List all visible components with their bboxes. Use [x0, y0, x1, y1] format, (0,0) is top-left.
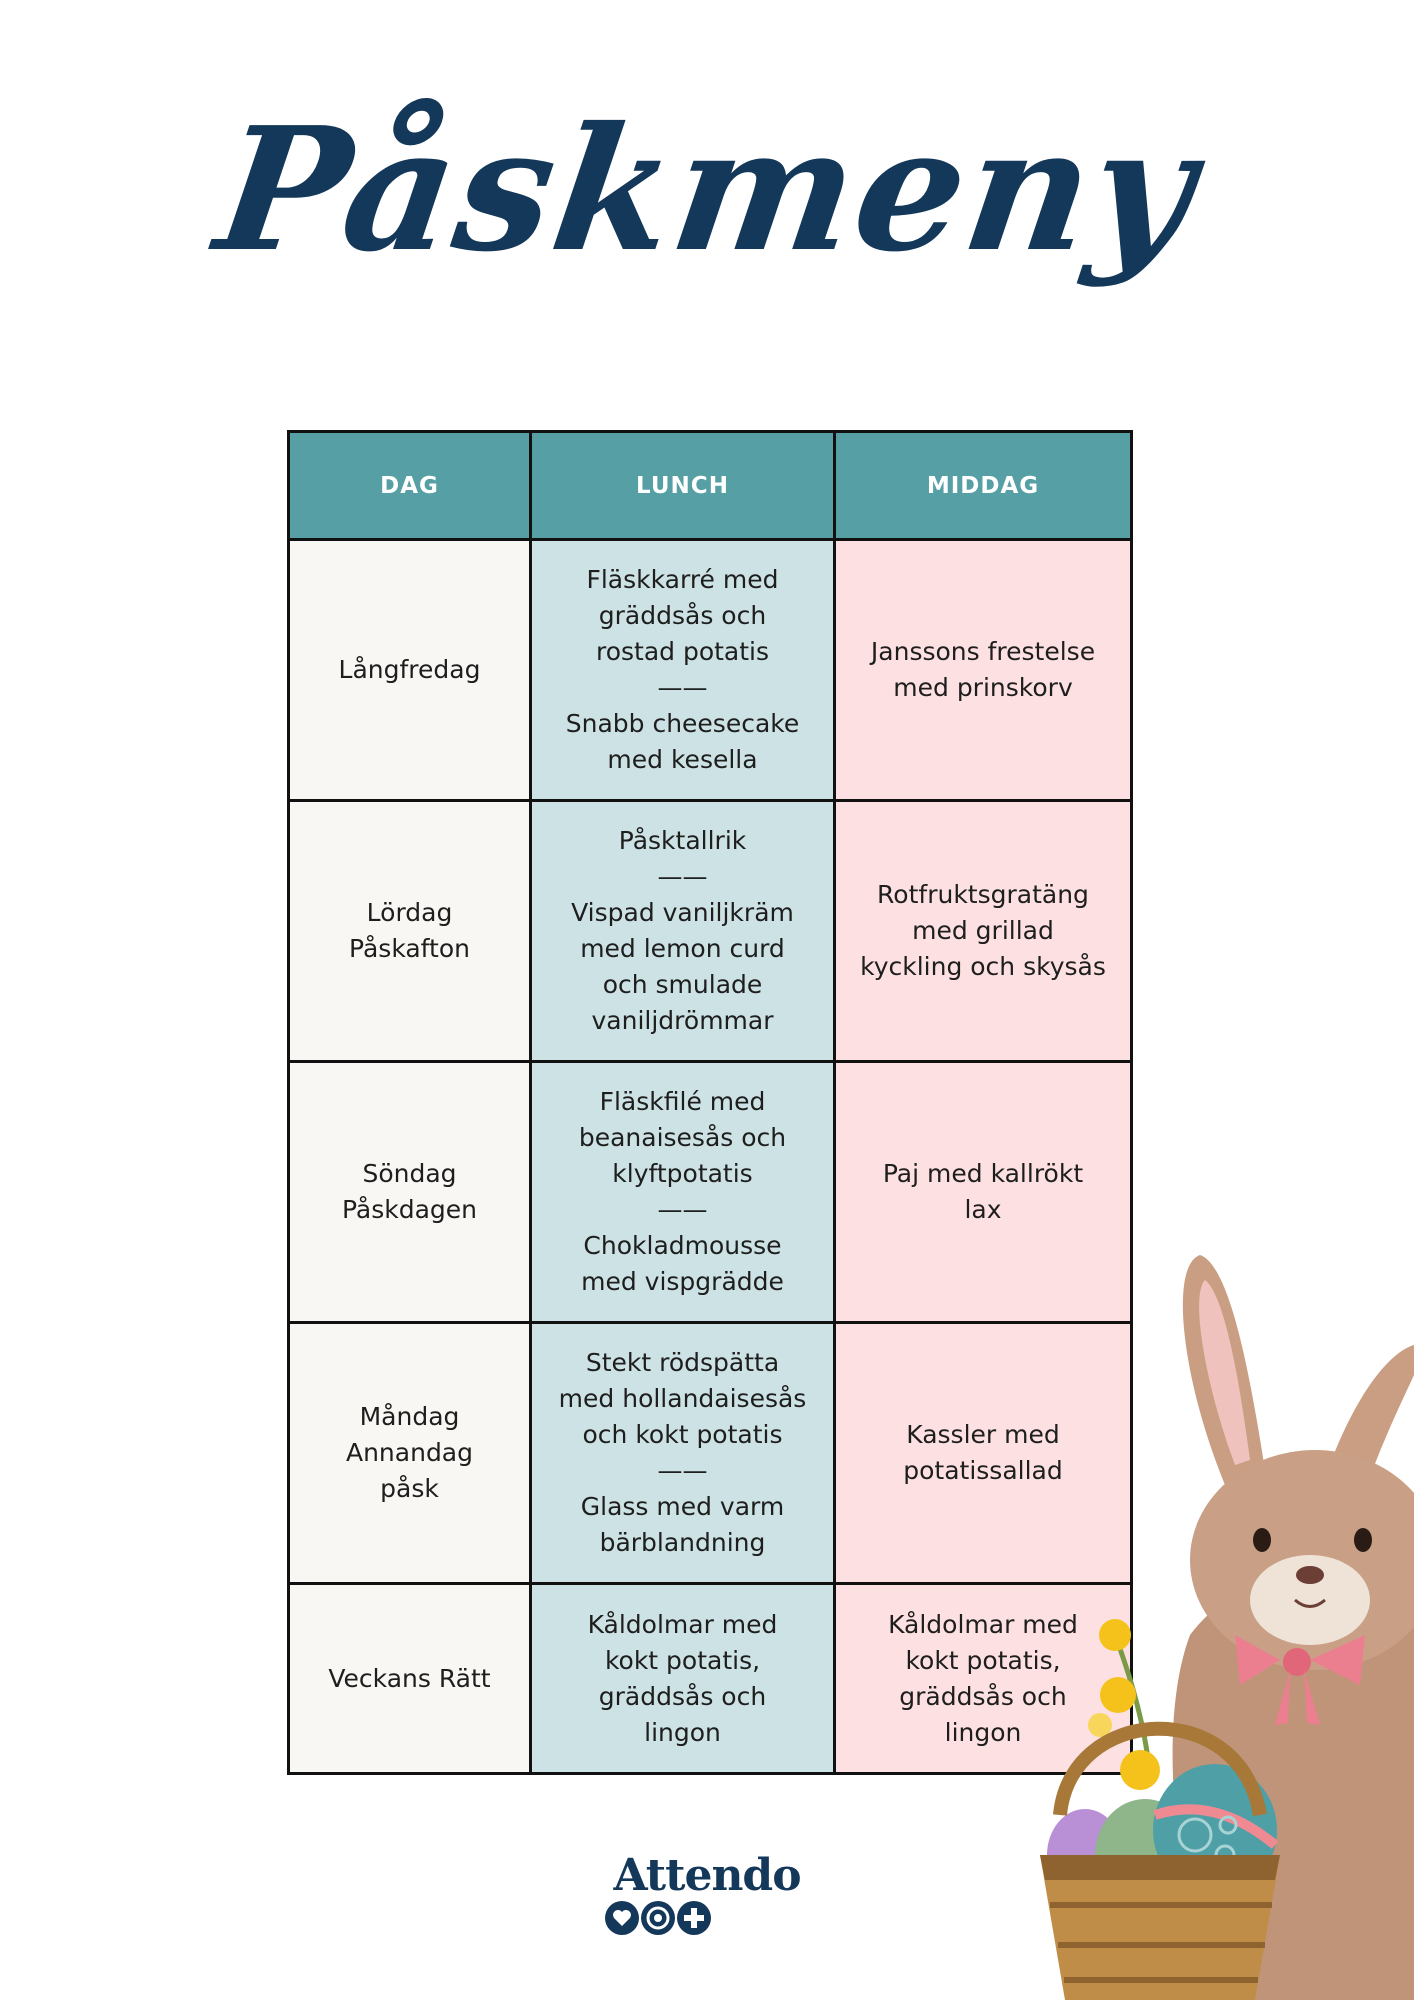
cell-line: med hollandaisesås [558, 1384, 807, 1413]
cell-line: potatissallad [903, 1456, 1063, 1485]
cell-line: Veckans Rätt [328, 1663, 491, 1693]
cell-line: påsk [380, 1474, 439, 1503]
cell-line: med grillad [912, 916, 1054, 945]
cell-line: Långfredag [338, 655, 481, 684]
cell-line: Kassler med [906, 1420, 1060, 1449]
logo-icons [605, 1901, 711, 1935]
day-cell: Lördag Påskafton [287, 799, 532, 1063]
target-icon [641, 1901, 675, 1935]
header-dinner: MIDDAG [833, 430, 1133, 541]
plus-icon [677, 1901, 711, 1935]
cell-line: klyftpotatis [612, 1159, 753, 1188]
dinner-cell: Kåldolmar med kokt potatis, gräddsås och… [833, 1582, 1133, 1775]
heart-icon [605, 1901, 639, 1935]
cell-line: Fläskkarré med [586, 565, 779, 594]
table-row: Lördag Påskafton Påsktallrik —— Vispad v… [287, 799, 1133, 1063]
cell-line: och smulade [602, 970, 763, 999]
cell-line: Påskafton [349, 934, 470, 963]
lunch-cell: Påsktallrik —— Vispad vaniljkräm med lem… [529, 799, 836, 1063]
cell-line: kokt potatis, [604, 1645, 761, 1675]
cell-line: beanaisesås och [578, 1123, 787, 1152]
header-row: DAG LUNCH MIDDAG [287, 430, 1133, 541]
cell-line: Rotfruktsgratäng [877, 880, 1089, 909]
cell-line: Påskdagen [341, 1195, 478, 1224]
cell-line: Snabb cheesecake [565, 709, 800, 738]
attendo-logo: Attendo [600, 1852, 814, 1938]
separator-dash: —— [657, 862, 708, 891]
page-title: Påskmeny [206, 90, 1208, 290]
cell-line: Lördag [366, 898, 453, 927]
cell-line: Paj med kallrökt [882, 1159, 1084, 1188]
cell-line: gräddsås och [598, 1681, 767, 1711]
table-row: Måndag Annandag påsk Stekt rödspätta med… [287, 1321, 1133, 1585]
header-lunch: LUNCH [529, 430, 836, 541]
cell-line: med kesella [607, 745, 758, 774]
separator-dash: —— [657, 673, 708, 702]
cell-line: Stekt rödspätta [585, 1348, 780, 1377]
separator-dash: —— [657, 1195, 708, 1224]
menu-table: DAG LUNCH MIDDAG Långfredag Fläskkarré m… [287, 430, 1133, 1775]
table-row: Långfredag Fläskkarré med gräddsås och r… [287, 538, 1133, 802]
cell-line: kyckling och skysås [860, 952, 1106, 981]
day-cell: Långfredag [287, 538, 532, 802]
day-cell: Söndag Påskdagen [287, 1060, 532, 1324]
cell-line: kokt potatis, [905, 1645, 1061, 1675]
lunch-cell: Kåldolmar med kokt potatis, gräddsås och… [529, 1582, 836, 1775]
cell-line: lingon [944, 1717, 1022, 1747]
cell-line: Janssons frestelse [870, 637, 1096, 666]
cell-line: Vispad vaniljkräm [571, 898, 794, 927]
cell-line: rostad potatis [595, 637, 770, 666]
cell-line: Kåldolmar med [587, 1609, 778, 1639]
table-row: Söndag Påskdagen Fläskfilé med beanaises… [287, 1060, 1133, 1324]
lunch-cell: Fläskfilé med beanaisesås och klyftpotat… [529, 1060, 836, 1324]
cell-line: bärblandning [599, 1528, 766, 1557]
cell-line: Påsktallrik [618, 826, 747, 855]
cell-line: Söndag [362, 1159, 457, 1188]
cell-line: Annandag [345, 1438, 473, 1467]
cell-line: med prinskorv [893, 673, 1073, 702]
dinner-cell: Kassler med potatissallad [833, 1321, 1133, 1585]
lunch-cell: Stekt rödspätta med hollandaisesås och k… [529, 1321, 836, 1585]
logo-text: Attendo [613, 1850, 801, 1901]
cell-line: vaniljdrömmar [591, 1006, 774, 1035]
cell-line: gräddsås och [899, 1681, 1067, 1711]
cell-line: lingon [644, 1717, 721, 1747]
lunch-cell: Fläskkarré med gräddsås och rostad potat… [529, 538, 836, 802]
cell-line: Chokladmousse [583, 1231, 782, 1260]
dinner-cell: Paj med kallrökt lax [833, 1060, 1133, 1324]
table-row: Veckans Rätt Kåldolmar med kokt potatis,… [287, 1582, 1133, 1775]
cell-line: gräddsås och [598, 601, 767, 630]
dinner-cell: Janssons frestelse med prinskorv [833, 538, 1133, 802]
dinner-cell: Rotfruktsgratäng med grillad kyckling oc… [833, 799, 1133, 1063]
easter-bunny-basket-icon [1040, 1255, 1414, 2000]
cell-line: lax [964, 1195, 1002, 1224]
separator-dash: —— [657, 1456, 708, 1485]
cell-line: Måndag [359, 1402, 460, 1431]
cell-line: med vispgrädde [581, 1267, 784, 1296]
cell-line: Kåldolmar med [888, 1609, 1078, 1639]
cell-line: med lemon curd [580, 934, 785, 963]
day-cell: Veckans Rätt [287, 1582, 532, 1775]
cell-line: Glass med varm [580, 1492, 785, 1521]
header-day: DAG [287, 430, 532, 541]
cell-line: Fläskfilé med [599, 1087, 766, 1116]
day-cell: Måndag Annandag påsk [287, 1321, 532, 1585]
cell-line: och kokt potatis [582, 1420, 783, 1449]
